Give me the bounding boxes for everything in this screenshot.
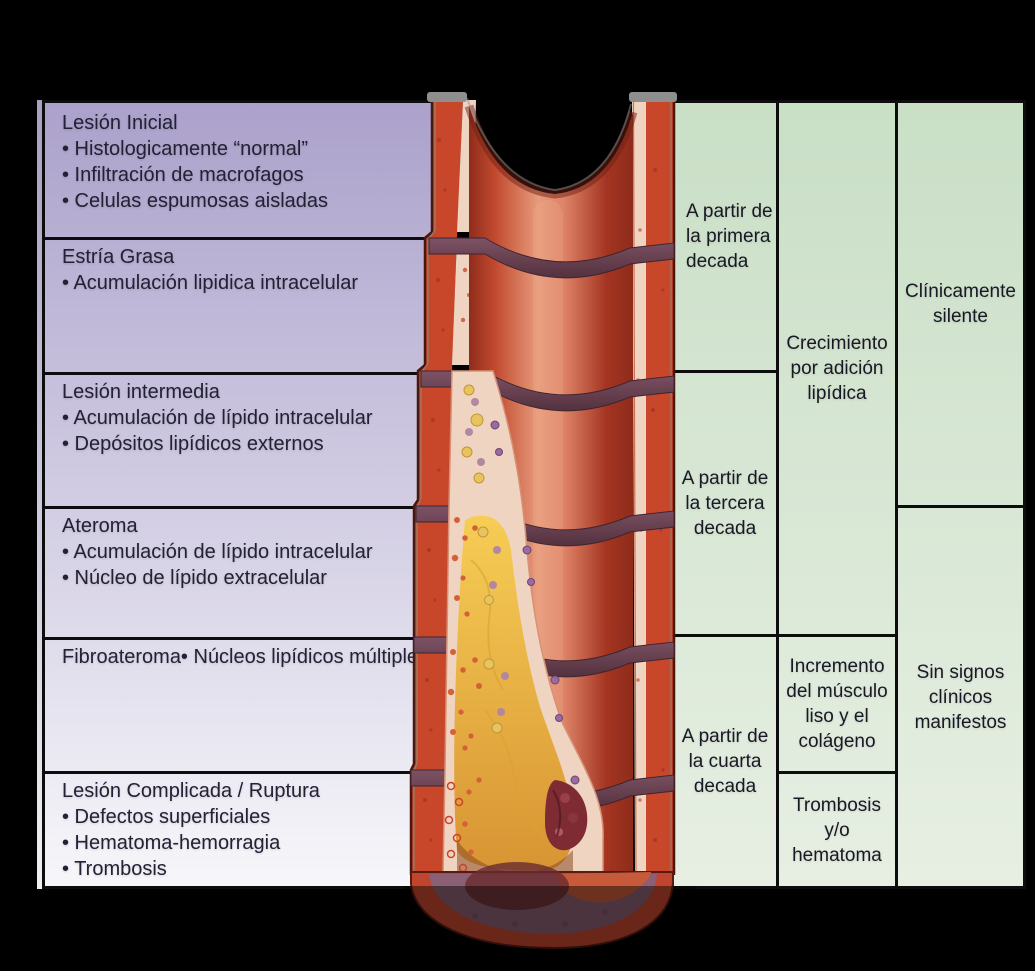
stage-bullet: • Acumulación lipidica intracelular [62,272,359,294]
clinical-cell-silente: Clínicamente silente [905,281,1016,327]
stage-bullet: • Celulas espumosas aisladas [62,190,329,212]
process-cell-crecimiento: Crecimiento por adición lipídica [786,333,888,404]
divider [45,372,436,375]
stage-title: Estría Grasa [62,246,175,268]
divider [895,505,1023,508]
stage-bullet: • Hematoma-hemorragia [62,832,281,854]
lipid-core [454,515,574,871]
stage-title: Fibroateroma• Núcleos lipídicos múltiple… [62,646,429,668]
divider [45,637,436,640]
stage-title: Ateroma [62,515,138,537]
stage-panel-lesion-complicada: Lesión Complicada / Ruptura • Defectos s… [45,771,436,886]
stage-bullet: • Histologicamente “normal” [62,138,308,160]
stage-title: Lesión intermedia [62,381,220,403]
onset-cell-primera-decada: A partir de la primera decada [686,201,773,272]
stage-panel-lesion-inicial: Lesión Inicial • Histologicamente “norma… [45,103,436,237]
top-rim [427,92,677,192]
platelets [490,420,580,785]
divider [776,103,779,886]
stage-bullet: • Defectos superficiales [62,806,271,828]
divider [45,771,436,774]
divider [776,771,898,774]
stage-panel-fibroateroma: Fibroateroma• Núcleos lipídicos múltiple… [45,637,436,771]
stage-panel-ateroma: Ateroma • Acumulación de lípido intracel… [45,506,436,637]
stage-bullet: • Acumulación de lípido intracelular [62,541,373,563]
process-cell-trombosis: Trombosis y/o hematoma [792,794,882,866]
stage-bullet: • Infiltración de macrofagos [62,164,304,186]
stage-bullet: • Núcleo de lípido extracelular [62,567,327,589]
stage-title: Lesión Complicada / Ruptura [62,780,320,802]
onset-cell-cuarta-decada: A partir de la cuarta decada [681,726,769,797]
bottom-shadow [405,886,697,960]
divider [674,370,779,373]
divider [45,506,436,509]
stage-bullet: • Trombosis [62,858,167,880]
foam-cells [444,384,509,873]
left-edge-highlight [37,100,43,889]
divider [45,237,436,240]
vessel-bottom-cap [410,862,674,950]
lesion-stages-column: Lesión Inicial • Histologicamente “norma… [42,100,436,889]
stage-bullet: • Acumulación de lípido intracelular [62,407,373,429]
timeline-table: A partir de la primera decada A partir d… [671,100,1026,889]
plaque [442,370,604,876]
divider [895,103,898,886]
divider [674,634,898,637]
stage-bullet: • Depósitos lipídicos externos [62,433,324,455]
stage-panel-estria-grasa: Estría Grasa • Acumulación lipidica intr… [45,237,436,372]
stage-panel-lesion-intermedia: Lesión intermedia • Acumulación de lípid… [45,372,436,506]
thrombus [545,780,588,851]
onset-cell-tercera-decada: A partir de la tercera decada [681,468,769,539]
clinical-cell-manifestos: Sin signos clínicos manifestos [914,661,1007,733]
process-cell-incremento: Incremento del músculo liso y el colágen… [786,656,888,752]
vessel-walls [409,100,676,875]
stage-title: Lesión Inicial [62,112,178,134]
artery-illustration [405,92,697,960]
